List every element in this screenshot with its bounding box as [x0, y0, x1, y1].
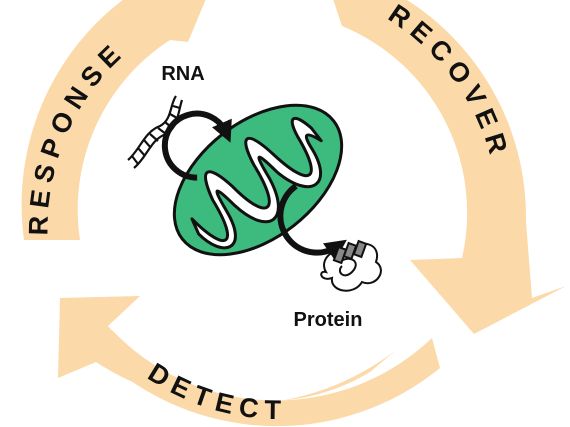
response-arrow	[21, 0, 206, 240]
rna-strand-icon	[127, 95, 184, 169]
stage-detect-label: DETECT	[143, 357, 288, 425]
stage-recover-label: RECOVER	[383, 0, 515, 164]
protein-cycle-arrow-icon	[277, 183, 347, 262]
rna-cycle-arrow-icon	[161, 110, 232, 181]
cycle-arrows	[21, 0, 566, 427]
rna-label: RNA	[161, 63, 204, 85]
recover-arrow	[333, 0, 566, 334]
protein-icon	[320, 239, 382, 292]
detect-band	[100, 330, 440, 427]
protein-label: Protein	[294, 309, 363, 331]
